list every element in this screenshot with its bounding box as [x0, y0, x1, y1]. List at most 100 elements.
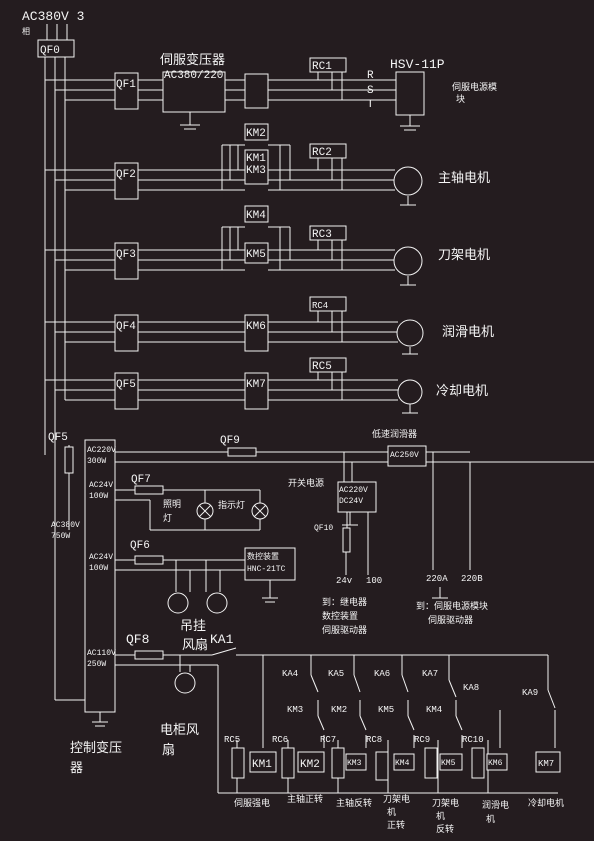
ac250-filter — [387, 445, 427, 467]
cabinet-fan — [174, 672, 196, 694]
cabinet-fan-label-2: 扇 — [162, 742, 175, 757]
ac220-wires — [115, 451, 594, 599]
km7-top-label: KM7 — [246, 379, 266, 391]
rc7-element — [331, 747, 345, 779]
hanging-fan-label-1: 吊挂 — [180, 618, 206, 633]
rc3-label: RC3 — [312, 229, 332, 241]
servo-power-module — [395, 71, 425, 116]
coolant-pump-label: 低速润滑器 — [372, 428, 417, 439]
switch-psu-rating-2: DC24V — [339, 497, 363, 506]
indicator-lamp-cross — [253, 504, 267, 518]
spindle-branch-wires — [45, 144, 416, 206]
km1-coil-label: KM1 — [252, 759, 272, 771]
interlock-km2: KM2 — [331, 705, 347, 715]
cnc-unit-label-2: HNC-21TC — [247, 565, 286, 574]
hanging-fan-label-2: 风扇 — [182, 637, 208, 652]
km1-km3-contactor — [244, 149, 269, 185]
input-rating-2: 750W — [51, 532, 70, 541]
ka5-label: KA5 — [328, 669, 344, 679]
coil-fn-2: 主轴正转 — [287, 793, 323, 804]
main-supply-lines — [46, 24, 68, 40]
qf3-label: QF3 — [116, 249, 136, 261]
km1-top-label: KM1 — [246, 153, 266, 165]
qf5-breaker — [114, 372, 139, 410]
work-light-cross — [198, 504, 212, 518]
km5-top-label: KM5 — [246, 249, 266, 261]
ka1-label: KA1 — [210, 632, 234, 647]
rc4-label: RC4 — [312, 301, 328, 311]
rc9-element — [424, 747, 438, 779]
hanging-fan-1 — [167, 592, 189, 614]
ctrl-transformer-title-2: 器 — [70, 760, 83, 775]
coil-fn-1: 伺服强电 — [234, 797, 270, 808]
turret-motor — [393, 246, 423, 276]
rc5-suppressor-top — [309, 357, 347, 373]
qf10-label: QF10 — [314, 524, 333, 533]
km3-coil-label: KM3 — [347, 759, 362, 768]
lighting-wires — [115, 489, 261, 531]
rc8-label: RC8 — [366, 735, 382, 745]
km5-coil-label: KM5 — [441, 759, 456, 768]
servo-220b-label: 220B — [461, 574, 483, 584]
coil-fn-7: 冷却电机 — [528, 797, 564, 808]
rc2-suppressor — [309, 143, 347, 159]
rc6-label: RC6 — [272, 735, 288, 745]
hanging-fan-2 — [206, 592, 228, 614]
km4-contactor — [244, 205, 269, 223]
rc5-element — [231, 747, 245, 779]
qf5b-fuse — [64, 446, 74, 474]
switch-psu-title: 开关电源 — [288, 477, 324, 488]
coil-fn-5a: 刀架电 — [432, 797, 459, 808]
qf0-breaker — [37, 39, 75, 58]
coil-fn-5c: 反转 — [436, 823, 454, 834]
coil-fn-4a: 刀架电 — [383, 793, 410, 804]
servo-transformer — [162, 71, 226, 113]
qf2-breaker — [114, 162, 139, 200]
qf9-label: QF9 — [220, 435, 240, 447]
km1-coil — [249, 751, 277, 773]
rc9-label: RC9 — [414, 735, 430, 745]
km4-coil — [393, 753, 415, 771]
switch-psu-rating-1: AC220V — [339, 486, 368, 495]
servo-module-note-2: 块 — [456, 93, 465, 104]
work-light-label-1: 照明 — [163, 499, 181, 509]
servo-220a-label: 220A — [426, 574, 448, 584]
km2-contactor — [244, 123, 269, 141]
lube-branch-wires — [45, 311, 418, 355]
km7-contactor — [244, 372, 269, 410]
qf1-breaker — [114, 72, 139, 110]
coil-fn-4b: 机 — [387, 806, 396, 817]
turret-motor-label: 刀架电机 — [438, 247, 490, 262]
qf5b-label: QF5 — [48, 432, 68, 444]
qf9-fuse — [227, 447, 257, 457]
km3-top-label: KM3 — [246, 165, 266, 177]
cnc-unit-label-1: 数控装置 — [247, 551, 279, 561]
out110-rating-1: AC110V — [87, 649, 116, 658]
servo-branch-wires — [45, 72, 420, 131]
qf5-label: QF5 — [116, 379, 136, 391]
psu-100-label: 100 — [366, 576, 382, 586]
servo-contactor — [244, 73, 269, 109]
km6-coil — [486, 753, 508, 771]
qf4-breaker — [114, 314, 139, 352]
km6-contactor — [244, 314, 269, 352]
psu-24v-label: 24v — [336, 576, 353, 586]
phase-s: S — [367, 85, 374, 97]
km6-coil-label: KM6 — [488, 759, 503, 768]
ka9-label: KA9 — [522, 688, 538, 698]
rc7-label: RC7 — [320, 735, 336, 745]
rc6-element — [281, 747, 295, 779]
out220-rating-2: 300W — [87, 457, 106, 466]
phase-t: T — [367, 99, 374, 111]
km4-top-label: KM4 — [246, 210, 266, 222]
km7-coil — [535, 751, 561, 773]
qf7-fuse — [134, 485, 164, 495]
qf7-label: QF7 — [131, 474, 151, 486]
servo-transformer-title: 伺服变压器 — [160, 52, 225, 67]
switch-psu — [337, 481, 377, 513]
supply-sub: 相 — [22, 26, 30, 36]
supply-label: AC380V 3 — [22, 9, 84, 24]
out24b-rating-1: AC24V — [89, 553, 113, 562]
rc4-suppressor — [309, 296, 347, 312]
main-bus — [44, 57, 66, 700]
